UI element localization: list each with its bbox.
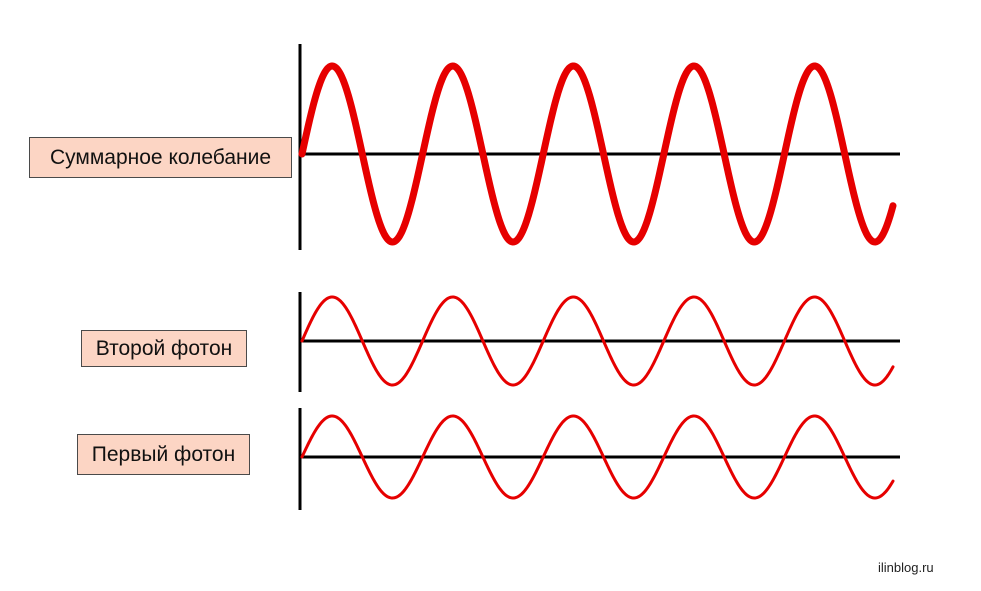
second-photon-wave [300,295,895,387]
watermark: ilinblog.ru [878,560,934,575]
first-photon-wave [300,414,895,500]
sum-oscillation-label: Суммарное колебание [29,137,292,178]
first-photon-label: Первый фотон [77,434,250,475]
second-photon-label: Второй фотон [81,330,247,367]
sum-oscillation-wave [298,62,897,246]
